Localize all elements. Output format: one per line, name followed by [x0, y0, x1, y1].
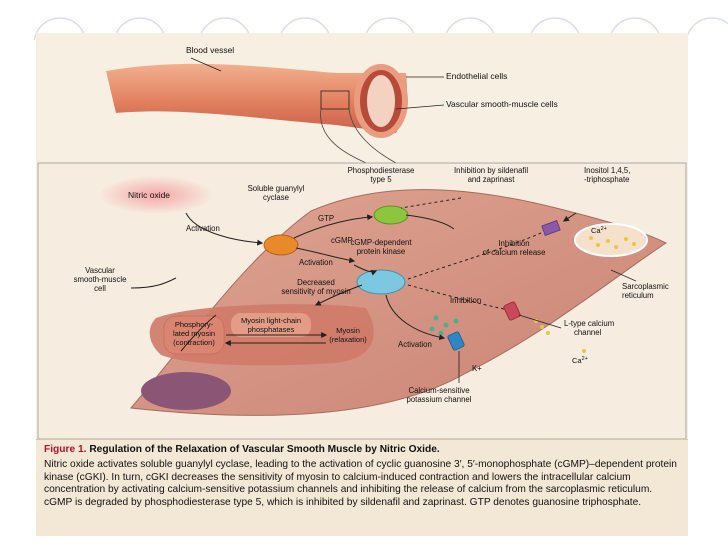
activation-label-2: Activation [299, 258, 333, 267]
myosin-relax-label: Myosin(relaxation) [329, 326, 367, 344]
endothelial-cells-label: Endothelial cells [446, 71, 507, 81]
leader-lines [458, 269, 637, 383]
caption-body: Nitric oxide activates soluble guanylyl … [44, 459, 677, 508]
ip3-receptor [541, 220, 561, 236]
potassium-ions [429, 315, 459, 336]
phosphorylated-myosin-box [163, 315, 225, 355]
cgmp-label: cGMP [331, 236, 353, 245]
activation-label-1: Activation [186, 224, 220, 233]
gtp-label: GTP [318, 214, 334, 223]
caption-title: Regulation of the Relaxation of Vascular… [89, 444, 440, 455]
vsm-cells-label: Vascular smooth-muscle cells [446, 99, 558, 109]
figure-number: Figure 1. [44, 444, 87, 455]
pathway-arrows [130, 212, 577, 352]
nitric-oxide-label: Nitric oxide [128, 190, 170, 200]
inhibition-dashed-lines [400, 197, 542, 310]
ip3-label: Inositol 1,4,5,-triphosphate [584, 166, 630, 184]
sarcoplasmic-reticulum [574, 223, 648, 257]
k-plus-label: K+ [472, 364, 482, 373]
nitric-oxide-glow [96, 175, 216, 215]
phosphodiesterase-5 [373, 205, 409, 225]
external-calcium-ions [534, 319, 586, 353]
caption-title-line: Figure 1. Regulation of the Relaxation o… [44, 444, 680, 456]
blood-vessel [106, 57, 445, 164]
ca-label-bottom: Ca2+ [572, 356, 588, 365]
soluble-guanylyl-cyclase [263, 234, 299, 256]
blood-vessel-label: Blood vessel [186, 45, 234, 55]
ltype-calcium-channel [503, 301, 521, 321]
kca-channel [447, 331, 465, 351]
diagram: Blood vessel Endothelial cells Vascular … [37, 45, 687, 439]
nucleus [141, 372, 231, 410]
figure-caption: Figure 1. Regulation of the Relaxation o… [36, 439, 688, 536]
calcium-ions [589, 236, 636, 249]
mlc-phosphatases-box [231, 313, 311, 337]
figure-slide: Blood vessel Endothelial cells Vascular … [36, 33, 688, 536]
phospho-myosin-label: Phosphory-lated myosin(contraction) [173, 320, 215, 347]
cgmp-protein-kinase [356, 269, 406, 295]
inhibition-label-2: Inhibition [450, 296, 481, 305]
activation-label-3: Activation [398, 340, 432, 349]
ca-label-top: Ca2+ [591, 226, 607, 235]
